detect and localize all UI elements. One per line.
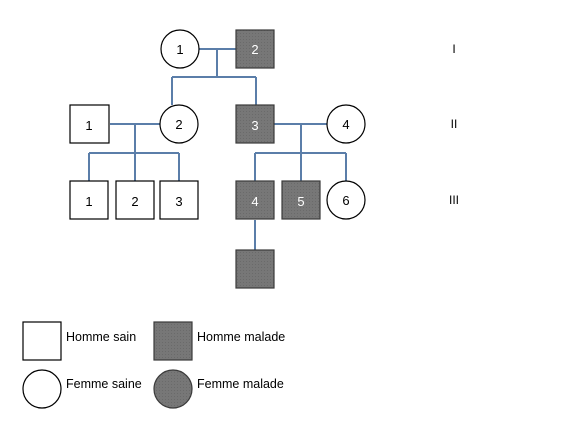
male-IV-1-affected: [235, 249, 275, 289]
legend-affected-male: Homme malade: [153, 321, 285, 361]
male-I-2-affected: 2: [235, 29, 275, 69]
male-II-3-affected: 3: [235, 104, 275, 144]
label-III-4: 4: [251, 194, 258, 209]
label-II-1: 1: [85, 118, 92, 133]
male-II-1: 1: [69, 104, 110, 144]
legend-healthy-male-symbol: [22, 321, 62, 361]
female-II-2: 2: [159, 104, 199, 144]
label-III-6: 6: [342, 193, 349, 208]
legend-healthy-male-label: Homme sain: [66, 330, 136, 344]
male-III-2: 2: [115, 180, 155, 220]
label-II-4: 4: [342, 117, 349, 132]
legend-affected-male-symbol: [153, 321, 193, 361]
legend: Homme sain Homme malade Femme saine Femm…: [22, 321, 285, 409]
connector-lines: [88, 48, 347, 250]
label-II-2: 2: [175, 117, 182, 132]
legend-healthy-female-label: Femme saine: [66, 377, 142, 391]
generation-label-III: III: [449, 193, 459, 207]
legend-affected-female-label: Femme malade: [197, 377, 284, 391]
male-III-4-affected: 4: [235, 180, 275, 220]
label-I-1: 1: [176, 42, 183, 57]
label-II-3: 3: [251, 118, 258, 133]
female-III-6: 6: [326, 180, 366, 220]
male-III-5-affected: 5: [281, 180, 321, 220]
legend-healthy-male: Homme sain: [22, 321, 136, 361]
legend-healthy-female-symbol: [22, 369, 62, 409]
generation-label-II: II: [451, 117, 458, 131]
label-I-2: 2: [251, 42, 258, 57]
generation-label-I: I: [452, 42, 455, 56]
label-III-5: 5: [297, 194, 304, 209]
label-III-2: 2: [131, 194, 138, 209]
legend-healthy-female: Femme saine: [22, 369, 142, 409]
male-III-1: 1: [69, 180, 109, 220]
label-III-1: 1: [85, 194, 92, 209]
female-II-4: 4: [326, 104, 366, 144]
legend-affected-male-label: Homme malade: [197, 330, 285, 344]
legend-affected-female: Femme malade: [153, 369, 284, 409]
legend-affected-female-symbol: [153, 369, 193, 409]
male-III-3: 3: [159, 180, 199, 220]
female-I-1: 1: [160, 29, 200, 69]
label-III-3: 3: [175, 194, 182, 209]
